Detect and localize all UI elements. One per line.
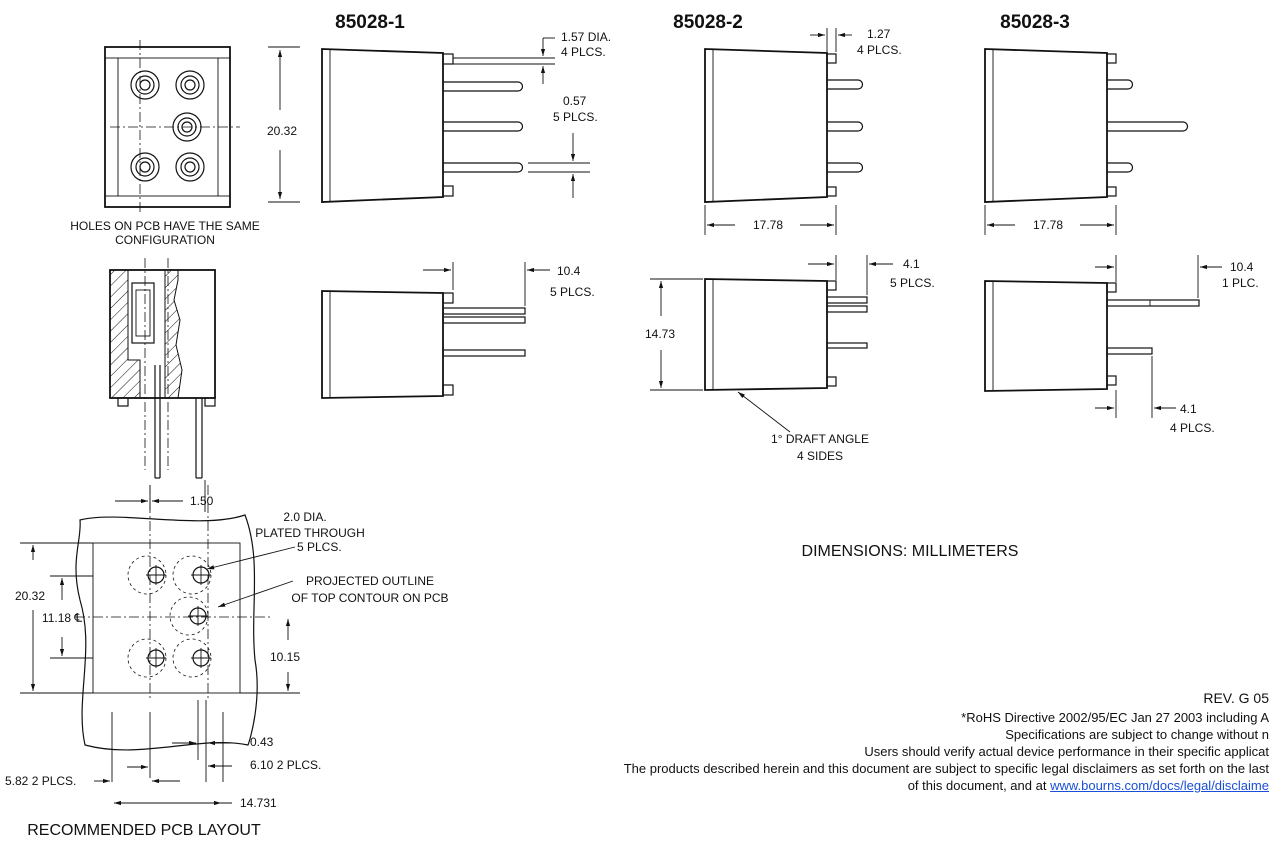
revision-label: REV. G 05 [1203, 690, 1269, 706]
front-view-85028-1: 10.4 5 PLCS. [321, 262, 595, 399]
dim-label: 5 PLCS. [553, 110, 598, 124]
holes-note-line1: HOLES ON PCB HAVE THE SAME [70, 219, 260, 233]
dim-label: 17.78 [753, 218, 783, 232]
pin-hole [130, 70, 160, 100]
projected-note-line1: PROJECTED OUTLINE [306, 574, 434, 588]
pcb-hole [127, 555, 167, 595]
dim-label: 10.4 [1230, 260, 1254, 274]
pin-hole [130, 152, 160, 182]
dim-label: 4.1 [1180, 402, 1197, 416]
dim-label: 2.0 DIA. [283, 510, 326, 524]
side-view-85028-3: 85028-3 17.78 [984, 12, 1189, 235]
draft-note-line2: 4 SIDES [797, 449, 843, 463]
dim-label: 14.73 [645, 327, 675, 341]
footer-notes: REV. G 05 *RoHS Directive 2002/95/EC Jan… [369, 690, 1269, 794]
pin-hole [172, 112, 202, 142]
top-view: HOLES ON PCB HAVE THE SAME CONFIGURATION [70, 40, 260, 247]
dim-label: 0.43 [250, 735, 274, 749]
pcb-hole [172, 638, 212, 678]
disclaimer-prefix: of this document, and at [907, 778, 1051, 793]
pcb-hole [169, 596, 209, 636]
section-view [109, 258, 216, 479]
dim-label: 1.50 [190, 494, 214, 508]
dim-label: 5 PLCS. [297, 540, 342, 554]
verify-note: Users should verify actual device perfor… [864, 744, 1269, 759]
pcb-hole [127, 638, 167, 678]
pcb-hole [172, 555, 212, 595]
dim-label: 5 PLCS. [550, 285, 595, 299]
disclaimer-link[interactable]: www.bourns.com/docs/legal/disclaime [1050, 778, 1269, 793]
dim-label: 14.731 [240, 796, 277, 810]
dimensions-note: DIMENSIONS: MILLIMETERS [802, 543, 1019, 560]
side-view-85028-2: 85028-2 1.27 4 PLCS. 17.78 [673, 12, 902, 235]
dim-label: 10.15 [270, 650, 300, 664]
front-view-85028-3: 10.4 1 PLC. 4.1 4 PLCS. [984, 255, 1259, 435]
dim-label: 17.78 [1033, 218, 1063, 232]
holes-note-line2: CONFIGURATION [115, 233, 215, 247]
side-view-85028-1: 85028-1 1.57 DIA. 4 PLCS. 0.57 5 PLCS. [321, 12, 611, 203]
dim-label: 10.4 [557, 264, 581, 278]
dim-label: 4 PLCS. [561, 45, 606, 59]
dim-label: 11.18 ℄ [42, 611, 82, 625]
dim-label: 1.27 [867, 27, 891, 41]
disclaimer-note: The products described herein and this d… [623, 761, 1269, 776]
model-title-85028-3: 85028-3 [1000, 12, 1070, 33]
dim-label: PLATED THROUGH [255, 526, 365, 540]
rohs-note: *RoHS Directive 2002/95/EC Jan 27 2003 i… [961, 710, 1269, 725]
dim-label: 5.82 2 PLCS. [5, 774, 76, 788]
dim-label: 0.57 [563, 94, 587, 108]
model-title-85028-2: 85028-2 [673, 12, 743, 33]
dim-label: 1 PLC. [1222, 276, 1259, 290]
disclaimer-note-2: of this document, and at www.bourns.com/… [369, 777, 1269, 794]
projected-note-line2: OF TOP CONTOUR ON PCB [291, 591, 448, 605]
dim-label: 20.32 [267, 124, 297, 138]
pin-hole [175, 152, 205, 182]
dim-20-32-top: 20.32 [267, 46, 300, 203]
dim-label: 20.32 [15, 589, 45, 603]
front-view-85028-2: 4.1 5 PLCS. 14.73 1° DRAFT ANGLE 4 SIDES [645, 255, 935, 463]
pcb-layout-title: RECOMMENDED PCB LAYOUT [27, 822, 261, 839]
dim-label: 4 PLCS. [1170, 421, 1215, 435]
dim-label: 4 PLCS. [857, 43, 902, 57]
draft-note-line1: 1° DRAFT ANGLE [771, 432, 869, 446]
model-title-85028-1: 85028-1 [335, 12, 405, 33]
pcb-layout: 1.50 2.0 DIA. PLATED THROUGH 5 PLCS. PRO… [5, 480, 449, 839]
pin-hole [175, 70, 205, 100]
dim-label: 4.1 [903, 257, 920, 271]
dim-label: 1.57 DIA. [561, 30, 611, 44]
spec-note: Specifications are subject to change wit… [1005, 727, 1269, 742]
dim-label: 5 PLCS. [890, 276, 935, 290]
dim-label: 6.10 2 PLCS. [250, 758, 321, 772]
